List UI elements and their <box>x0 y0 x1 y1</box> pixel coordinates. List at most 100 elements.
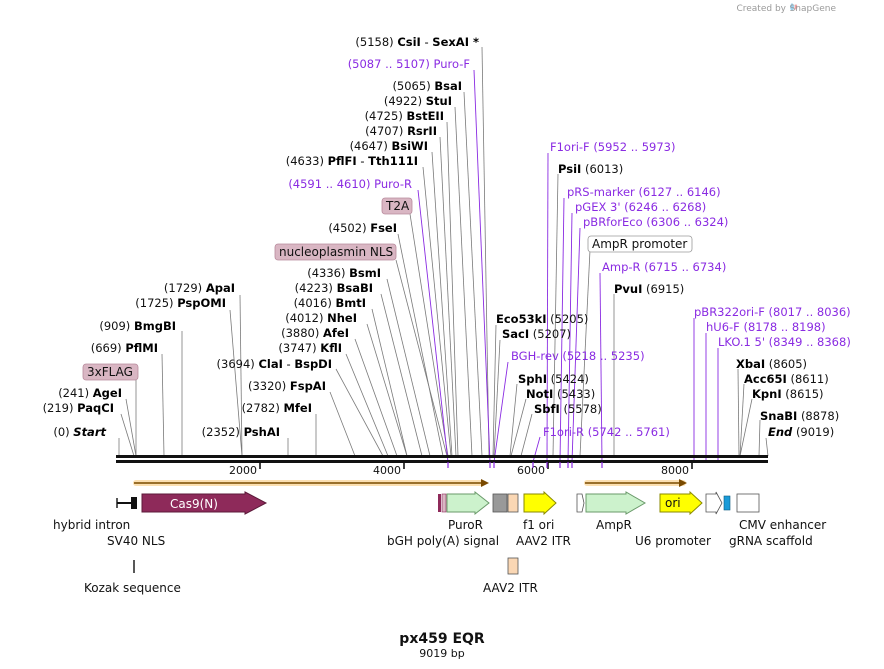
tag-t2a: T2A <box>381 197 413 215</box>
primer-bgh-rev: BGH-rev (5218 .. 5235) <box>511 349 645 363</box>
feature-ori-arrow <box>659 490 703 516</box>
leader-pspomi <box>229 309 243 457</box>
snapgene-brand-text: SnapGene <box>790 4 837 14</box>
created-by-text: Created by <box>736 4 786 14</box>
leader-f1ori-r <box>532 436 541 463</box>
tag-3xflag: 3xFLAG <box>82 363 139 381</box>
feature-track: Cas9(N) ori <box>116 490 760 575</box>
tag-labels: 3xFLAG T2A nucleoplasmin NLS AmpR promot… <box>82 197 693 381</box>
scale-label-8000: 8000 <box>661 464 689 477</box>
orf-arrows <box>133 479 687 487</box>
feature-ampr-arrow <box>585 491 646 515</box>
site-fsei: (4502) FseI <box>328 221 397 235</box>
feature-cas9: Cas9(N) <box>141 491 268 515</box>
svg-text:AmpR promoter: AmpR promoter <box>592 237 687 251</box>
site-afei: (3880) AfeI <box>281 326 349 340</box>
leader-saci <box>493 339 501 457</box>
label-u6: U6 promoter <box>635 534 711 548</box>
primer-pgex: pGEX 3' (6246 .. 6268) <box>575 200 706 214</box>
primer-leader-lines <box>417 69 719 463</box>
primer-hu6-f: hU6-F (8178 .. 8198) <box>706 320 826 334</box>
leader-prs-marker <box>559 197 565 463</box>
tag-nucleoplasmin-nls: nucleoplasmin NLS <box>274 243 397 261</box>
leader-bsmi <box>386 278 431 457</box>
primer-puro-f: (5087 .. 5107) Puro-F <box>348 57 470 71</box>
label-hybrid-intron: hybrid intron <box>53 518 130 532</box>
scale-label-6000: 6000 <box>517 464 545 477</box>
site-bsai: (5065) BsaI <box>392 79 462 93</box>
leader-fsei <box>397 233 444 457</box>
left-site-labels: (0) Start (219) PaqCI (241) AgeI (669) P… <box>43 35 479 439</box>
leader-stui <box>454 106 473 457</box>
orf-arrow-ampr <box>584 479 687 487</box>
site-bsmi: (4336) BsmI <box>307 266 381 280</box>
plasmid-length: 9019 bp <box>419 647 464 660</box>
site-psii: PsiI (6013) <box>558 162 623 176</box>
site-bsiwi: (4647) BsiWI <box>350 139 428 153</box>
leader-xbai <box>737 368 740 457</box>
leader-paqci <box>120 413 135 457</box>
feature-aav2-itr-box <box>507 493 519 513</box>
primer-f1ori-f: F1ori-F (5952 .. 5973) <box>550 140 675 154</box>
feature-aav2-itr-lower <box>507 557 519 575</box>
site-bsteii: (4725) BstEII <box>365 109 444 123</box>
leader-afei <box>354 338 398 457</box>
site-xbai: XbaI (8605) <box>736 357 807 371</box>
leader-pflfi <box>422 166 452 457</box>
site-pflmi: (669) PflMI <box>91 341 158 355</box>
feature-grna-box <box>723 495 731 511</box>
backbone: 2000 4000 6000 8000 <box>116 455 768 477</box>
site-sphi: SphI (5424) <box>518 372 589 386</box>
site-snabi: SnaBI (8878) <box>760 409 839 423</box>
label-aav2-itr-a: AAV2 ITR <box>516 534 571 548</box>
leader-amp-promoter <box>579 249 591 457</box>
site-acc65i: Acc65I (8611) <box>744 372 829 386</box>
leader-psii <box>552 173 559 457</box>
leader-bmti <box>371 308 408 457</box>
site-pshai: (2352) PshAI <box>202 425 280 439</box>
feature-puror-arrow <box>446 490 490 516</box>
leader-kpni <box>739 398 753 457</box>
leader-nhei <box>366 323 408 457</box>
svg-text:T2A: T2A <box>385 199 410 213</box>
site-eco53ki: Eco53kI (5205) <box>496 312 588 326</box>
leader-t2a <box>409 213 449 457</box>
site-fspai: (3320) FspAI <box>248 379 326 393</box>
site-apai: (1729) ApaI <box>164 281 235 295</box>
site-saci: SacI (5207) <box>502 327 571 341</box>
label-ampr: AmpR <box>596 518 632 532</box>
leader-bsabi <box>380 293 423 457</box>
leader-sphi <box>509 383 518 457</box>
scale-ticks <box>259 462 693 469</box>
site-leader-lines <box>118 46 490 457</box>
leader-eco53ki <box>492 324 497 457</box>
leader-amp-r <box>599 272 603 463</box>
label-sv40-nls: SV40 NLS <box>107 534 165 548</box>
label-cmv: CMV enhancer <box>739 518 826 532</box>
ori-label: ori <box>665 496 681 510</box>
leader-acc65i <box>739 383 745 457</box>
right-site-labels: Eco53kI (5205) SacI (5207) SphI (5424) N… <box>496 162 839 439</box>
site-pspomi: (1725) PspOMI <box>135 296 226 310</box>
site-kfli: (3747) KflI <box>278 341 342 355</box>
label-f1ori: f1 ori <box>523 518 554 532</box>
site-clai: (3694) ClaI - BspDI <box>217 357 332 371</box>
feature-f1ori-arrow <box>523 490 557 516</box>
snapgene-credit: Created by SnapGene <box>736 3 836 14</box>
site-stui: (4922) StuI <box>384 94 452 108</box>
site-rsrii: (4707) RsrII <box>365 124 437 138</box>
leader-bsiwi <box>431 151 453 457</box>
leader-nls <box>395 259 448 457</box>
leader-fspai <box>329 391 356 457</box>
site-end: End (9019) <box>768 425 834 439</box>
site-bmgbi: (909) BmgBI <box>99 319 176 333</box>
primer-labels: (5087 .. 5107) Puro-F (4591 .. 4610) Pur… <box>288 57 851 439</box>
site-sbfi: SbfI (5578) <box>534 402 602 416</box>
leader-sbfi <box>520 413 533 457</box>
leader-puro-r <box>417 189 449 463</box>
primer-ticks <box>447 462 603 468</box>
label-bgh: bGH poly(A) signal <box>387 534 499 548</box>
label-kozak: Kozak sequence <box>84 581 181 595</box>
primer-prs-marker: pRS-marker (6127 .. 6146) <box>567 185 721 199</box>
